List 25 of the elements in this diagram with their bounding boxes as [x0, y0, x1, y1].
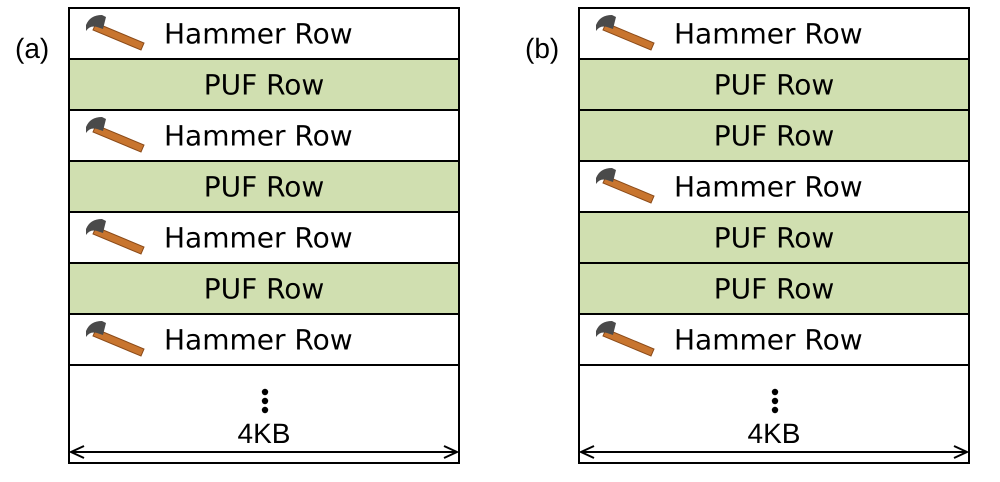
row-label: Hammer Row — [674, 17, 863, 50]
puf-row — [580, 60, 968, 111]
row-label: Hammer Row — [164, 17, 353, 50]
dimension-label: 4KB — [238, 418, 290, 450]
row-label: Hammer Row — [164, 119, 353, 152]
puf-row — [70, 60, 458, 111]
row-label: PUF Row — [204, 170, 324, 203]
row-label: Hammer Row — [164, 221, 353, 254]
row-label: Hammer Row — [674, 170, 863, 203]
row-label: PUF Row — [714, 68, 834, 101]
row-label: Hammer Row — [674, 323, 863, 356]
row-label: Hammer Row — [164, 323, 353, 356]
row-label: PUF Row — [714, 221, 834, 254]
puf-row — [580, 213, 968, 264]
puf-row — [580, 111, 968, 162]
puf-row — [70, 264, 458, 315]
panel-label: (a) — [15, 33, 50, 65]
row-label: PUF Row — [204, 272, 324, 305]
row-label: PUF Row — [204, 68, 324, 101]
dimension-label: 4KB — [748, 418, 800, 450]
panel-label: (b) — [525, 33, 560, 65]
puf-row — [70, 162, 458, 213]
row-label: PUF Row — [714, 272, 834, 305]
puf-row — [580, 264, 968, 315]
row-label: PUF Row — [714, 119, 834, 152]
